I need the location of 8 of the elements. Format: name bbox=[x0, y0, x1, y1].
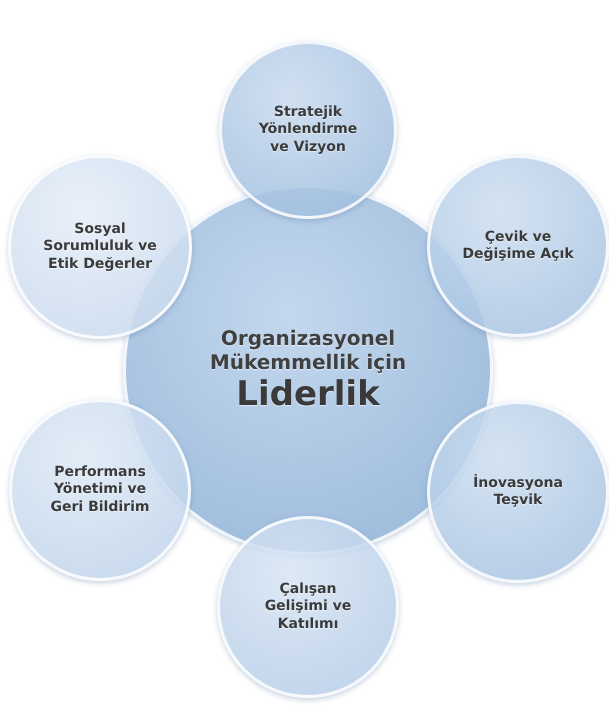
topic-label: İnovasyona Teşvik bbox=[472, 474, 564, 510]
topic-label: Stratejik Yönlendirme ve Vizyon bbox=[258, 104, 358, 156]
center-subtitle: Organizasyonel Mükemmellik için bbox=[208, 326, 408, 374]
center-title: Liderlik bbox=[236, 374, 380, 414]
topic-label: Performans Yönetimi ve Geri Bildirim bbox=[50, 464, 150, 516]
topic-label: Çevik ve Değişime Açık bbox=[461, 228, 575, 264]
topic-label: Çalışan Gelişimi ve Katılımı bbox=[264, 580, 352, 634]
topic-label: Sosyal Sorumluluk ve Etik Değerler bbox=[42, 220, 158, 274]
